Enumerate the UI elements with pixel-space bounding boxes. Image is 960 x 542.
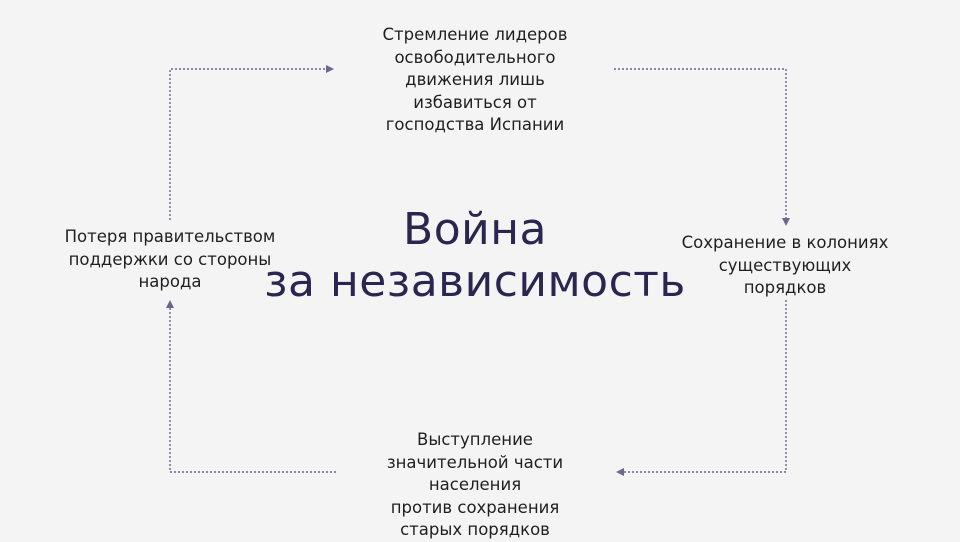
- connector-bottom-to-left: [166, 300, 336, 473]
- node-text-line: народа: [138, 272, 202, 291]
- title-line: за независимость: [264, 256, 686, 307]
- node-text-line: существующих: [718, 255, 852, 275]
- node-text-line: значительной части: [386, 452, 564, 472]
- node-text-line: освободительного: [394, 47, 556, 67]
- node-text-line: Потеря правительством: [64, 227, 276, 246]
- node-right-preservation: Сохранение в колониях существующих поряд…: [660, 232, 910, 300]
- node-text-line: господства Испании: [385, 115, 565, 134]
- node-text-line: поддержки со стороны: [68, 249, 272, 269]
- node-bottom-population-uprising: Выступление значительной части населения…: [340, 429, 610, 542]
- node-top-leaders-aspiration: Стремление лидеров освободительного движ…: [340, 24, 610, 137]
- title-line: Война: [403, 204, 547, 255]
- node-text-line: избавиться от: [413, 92, 537, 112]
- node-text-line: против сохранения: [390, 497, 560, 517]
- node-text-line: Сохранение в колониях: [681, 233, 889, 252]
- node-text-line: Выступление: [417, 430, 533, 449]
- diagram-title: Война за независимость: [200, 204, 750, 308]
- node-text-line: порядков: [743, 278, 827, 297]
- connector-top-to-right: [614, 68, 790, 226]
- connector-right-to-bottom: [616, 300, 787, 476]
- node-text-line: Стремление лидеров: [382, 25, 568, 44]
- connector-left-to-top: [169, 65, 334, 220]
- node-text-line: старых порядков: [400, 520, 550, 539]
- node-left-loss-of-support: Потеря правительством поддержки со сторо…: [40, 226, 300, 294]
- node-text-line: движения лишь: [405, 70, 545, 89]
- node-text-line: населения: [428, 475, 522, 494]
